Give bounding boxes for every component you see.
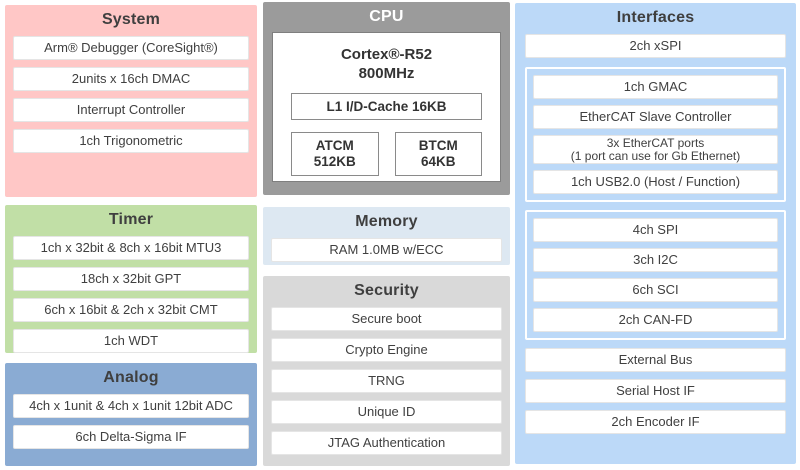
system-item-debugger: Arm® Debugger (CoreSight®) (13, 36, 249, 60)
security-title: Security (354, 282, 419, 299)
security-item-crypto-engine: Crypto Engine (271, 338, 502, 362)
cpu-core-panel: Cortex®-R52 800MHz L1 I/D-Cache 16KB ATC… (272, 32, 501, 182)
interfaces-serial-group: 4ch SPI 3ch I2C 6ch SCI 2ch CAN-FD (525, 210, 786, 340)
system-item-trigonometric: 1ch Trigonometric (13, 129, 249, 153)
security-item-trng: TRNG (271, 369, 502, 393)
interfaces-item-serial-host: Serial Host IF (525, 379, 786, 403)
interfaces-item-sci: 6ch SCI (533, 278, 778, 302)
memory-item-ram: RAM 1.0MB w/ECC (271, 238, 502, 262)
cpu-l1-cache: L1 I/D-Cache 16KB (291, 93, 482, 120)
timer-block: Timer 1ch x 32bit & 8ch x 16bit MTU3 18c… (5, 205, 257, 353)
security-item-unique-id: Unique ID (271, 400, 502, 424)
cpu-title: CPU (369, 8, 404, 25)
analog-item-delta-sigma: 6ch Delta-Sigma IF (13, 425, 249, 449)
interfaces-title: Interfaces (616, 9, 695, 26)
timer-title: Timer (108, 211, 154, 228)
cpu-block: CPU Cortex®-R52 800MHz L1 I/D-Cache 16KB… (263, 2, 510, 195)
interfaces-block: Interfaces 2ch xSPI 1ch GMAC EtherCAT Sl… (515, 3, 796, 464)
interfaces-network-group: 1ch GMAC EtherCAT Slave Controller 3x Et… (525, 67, 786, 202)
interfaces-item-usb: 1ch USB2.0 (Host / Function) (533, 170, 778, 194)
security-item-secure-boot: Secure boot (271, 307, 502, 331)
cpu-btcm: BTCM 64KB (394, 132, 482, 176)
system-block: System Arm® Debugger (CoreSight®) 2units… (5, 5, 257, 197)
interfaces-item-ethercat-ports: 3x EtherCAT ports (1 port can use for Gb… (533, 135, 778, 164)
memory-title: Memory (355, 213, 418, 230)
interfaces-item-gmac: 1ch GMAC (533, 75, 778, 99)
timer-item-wdt: 1ch WDT (13, 329, 249, 353)
system-item-dmac: 2units x 16ch DMAC (13, 67, 249, 91)
cpu-core-name: Cortex®-R52 800MHz (340, 46, 433, 82)
interfaces-item-canfd: 2ch CAN-FD (533, 308, 778, 332)
interfaces-item-encoder: 2ch Encoder IF (525, 410, 786, 434)
cpu-atcm: ATCM 512KB (291, 132, 379, 176)
interfaces-item-ethercat-slave: EtherCAT Slave Controller (533, 105, 778, 129)
security-block: Security Secure boot Crypto Engine TRNG … (263, 276, 510, 466)
memory-block: Memory RAM 1.0MB w/ECC (263, 207, 510, 265)
analog-block: Analog 4ch x 1unit & 4ch x 1unit 12bit A… (5, 363, 257, 466)
timer-item-gpt: 18ch x 32bit GPT (13, 267, 249, 291)
interfaces-item-external-bus: External Bus (525, 348, 786, 372)
system-title: System (101, 11, 161, 28)
interfaces-item-i2c: 3ch I2C (533, 248, 778, 272)
timer-item-mtu3: 1ch x 32bit & 8ch x 16bit MTU3 (13, 236, 249, 260)
analog-item-adc: 4ch x 1unit & 4ch x 1unit 12bit ADC (13, 394, 249, 418)
timer-item-cmt: 6ch x 16bit & 2ch x 32bit CMT (13, 298, 249, 322)
cpu-tcm-row: ATCM 512KB BTCM 64KB (291, 132, 482, 176)
interfaces-item-spi: 4ch SPI (533, 218, 778, 242)
analog-title: Analog (103, 369, 159, 386)
security-item-jtag-auth: JTAG Authentication (271, 431, 502, 455)
interfaces-item-xspi: 2ch xSPI (525, 34, 786, 58)
system-item-interrupt-controller: Interrupt Controller (13, 98, 249, 122)
